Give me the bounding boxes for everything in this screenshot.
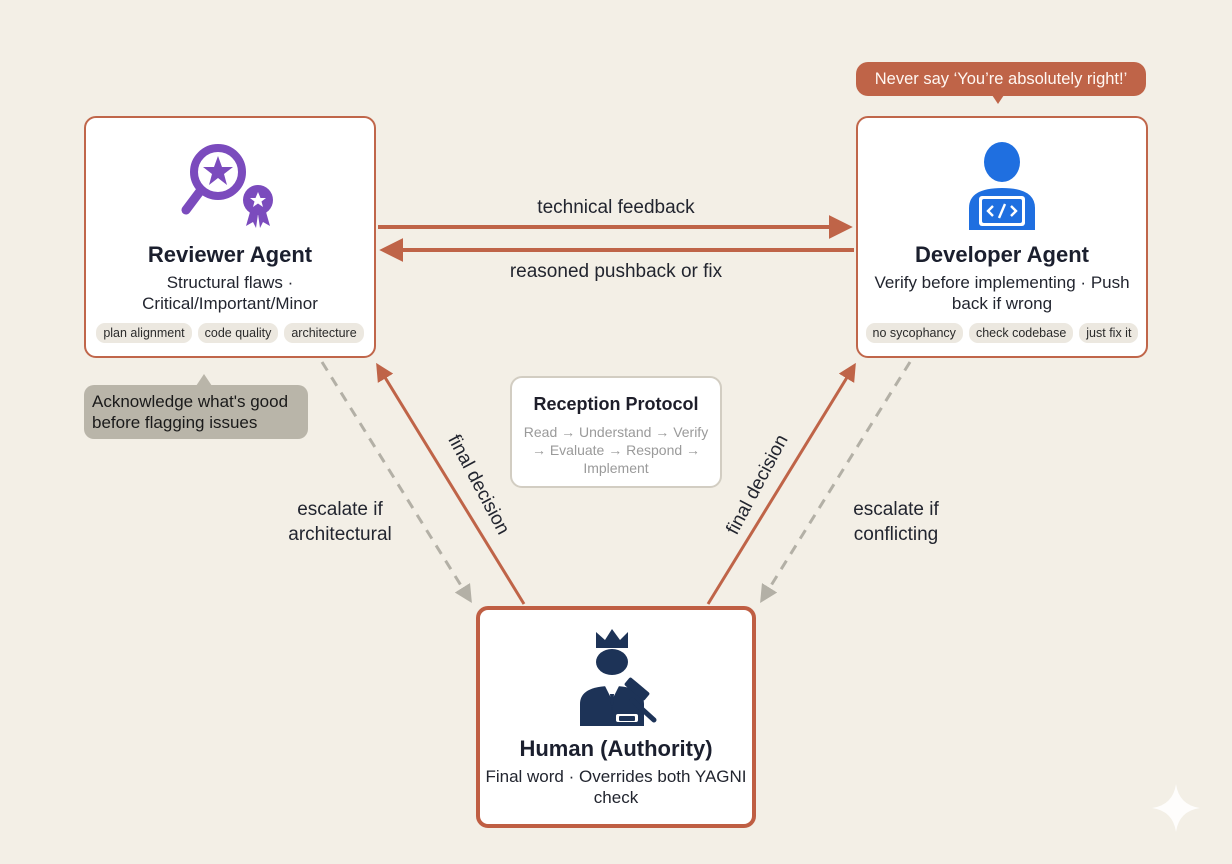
developer-title: Developer Agent (914, 242, 1089, 267)
ack-bubble-tail (196, 374, 212, 386)
developer-description: Verify before implementing · Push back i… (874, 273, 1130, 313)
protocol-steps: Read → Understand → Verify → Evaluate → … (523, 424, 709, 476)
sparkle-icon (1150, 782, 1202, 839)
developer-agent-card: Developer Agent Verify before implementi… (856, 116, 1148, 358)
magnifier-star-badge-icon (180, 140, 280, 235)
human-title: Human (Authority) (519, 736, 713, 761)
label-technical-feedback: technical feedback (537, 197, 695, 218)
label-escalate-architectural: escalate if architectural (288, 499, 392, 545)
tag-no-sycophancy: no sycophancy (865, 323, 963, 343)
label-escalate-conflicting: escalate if conflicting (853, 499, 939, 545)
warning-bubble-tail (992, 95, 1004, 104)
developer-tags: no sycophancy check codebase just fix it (858, 323, 1146, 343)
reviewer-agent-card: Reviewer Agent Structural flaws · Critic… (84, 116, 376, 358)
crowned-judge-gavel-icon (566, 626, 666, 731)
tag-check-codebase: check codebase (968, 323, 1074, 343)
human-authority-card: Human (Authority) Final word · Overrides… (476, 606, 756, 828)
reviewer-title: Reviewer Agent (147, 242, 313, 267)
tag-architecture: architecture (284, 323, 364, 343)
arrow-final-decision-left (376, 362, 526, 605)
developer-laptop-icon (957, 140, 1047, 235)
label-pushback: reasoned pushback or fix (509, 261, 723, 282)
human-description: Final word · Overrides both YAGNI check (485, 767, 747, 807)
reviewer-tags: plan alignment code quality architecture (86, 323, 374, 343)
acknowledge-callout: Acknowledge what's good before flagging … (84, 385, 308, 439)
sycophancy-warning-callout: Never say ‘You’re absolutely right!’ (856, 62, 1146, 96)
reviewer-description: Structural flaws · Critical/Important/Mi… (142, 273, 318, 313)
protocol-title: Reception Protocol (533, 394, 699, 414)
arrow-final-decision-right (706, 362, 856, 605)
tag-just-fix-it: just fix it (1079, 323, 1139, 343)
tag-code-quality: code quality (197, 323, 279, 343)
tag-plan-alignment: plan alignment (96, 323, 192, 343)
reception-protocol-box: Reception Protocol Read → Understand → V… (510, 376, 722, 488)
